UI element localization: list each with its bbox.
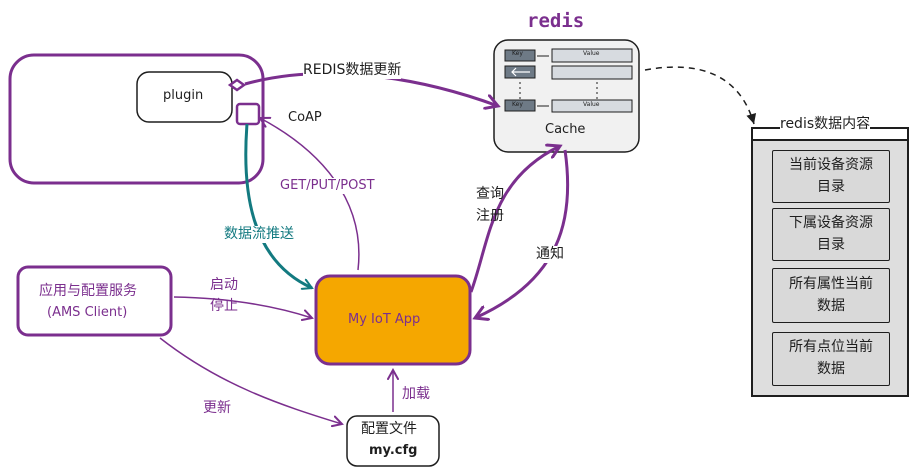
config-file-box	[346, 415, 440, 467]
plugin-box	[136, 71, 233, 123]
edge-label-register: 注册	[476, 208, 504, 224]
iot-app-label: My IoT App	[348, 312, 421, 327]
redis-content-item-1: 当前设备资源目录	[772, 150, 890, 203]
arrow-start-stop	[173, 296, 312, 318]
redis-content-item-3-line2: 数据	[817, 297, 845, 314]
cache-value-label-3: Value	[583, 101, 600, 108]
redis-content-title: redis数据内容	[780, 116, 871, 133]
ams-label-line2: (AMS Client)	[47, 305, 128, 320]
redis-content-item-4: 所有点位当前数据	[772, 332, 890, 386]
arrow-query-register	[469, 146, 560, 293]
cache-key-label-1: Key	[512, 50, 523, 57]
redis-content-item-4-line2: 数据	[817, 361, 845, 377]
edge-label-load: 加载	[402, 386, 430, 402]
cache-value-cell-3	[551, 99, 633, 113]
redis-content-item-3: 所有属性当前数据	[772, 268, 890, 323]
cache-label: Cache	[545, 122, 586, 137]
iot-app-box	[314, 274, 472, 366]
ams-box	[16, 265, 173, 337]
edge-label-stream-push: 数据流推送	[224, 226, 294, 243]
edge-label-update: 更新	[203, 400, 231, 416]
redis-content-item-1-line1: 当前设备资源	[789, 156, 873, 173]
cache-value-label-1: Value	[583, 50, 600, 57]
cache-key-cell-3	[504, 99, 536, 112]
redis-content-item-4-line1: 所有点位当前	[789, 339, 873, 356]
arrow-redis-content	[644, 66, 757, 125]
edge-label-notify: 通知	[536, 246, 564, 263]
edge-label-redis-update: REDIS数据更新	[303, 62, 402, 79]
redis-content-item-2-line2: 目录	[817, 236, 845, 253]
config-file-label-line1: 配置文件	[361, 421, 417, 437]
plugin-port-square	[235, 102, 261, 126]
cache-key-cell-1	[504, 49, 536, 62]
plugin-label: plugin	[163, 88, 204, 103]
cache-value-cell-1	[551, 48, 633, 63]
edge-label-stop: 停止	[210, 298, 238, 314]
edge-label-start: 启动	[210, 277, 238, 293]
redis-content-item-2: 下属设备资源目录	[772, 208, 890, 261]
edge-label-query: 查询	[476, 186, 504, 202]
arrow-update	[159, 337, 342, 424]
coap-label: CoAP	[288, 110, 322, 125]
arrow-stream-push	[244, 123, 312, 288]
config-file-label-line2: my.cfg	[369, 443, 418, 458]
redis-content-item-1-line2: 目录	[817, 178, 845, 195]
cache-value-cell-2	[551, 65, 633, 80]
cache-key-label-3: Key	[512, 101, 523, 108]
edge-label-get-put-post: GET/PUT/POST	[280, 178, 375, 194]
arrow-get-put-post	[260, 118, 360, 271]
ams-label-line1: 应用与配置服务	[39, 283, 137, 299]
redis-title: redis	[527, 10, 585, 32]
redis-content-item-3-line1: 所有属性当前	[789, 275, 873, 292]
plugin-port-diamond	[227, 78, 247, 92]
redis-content-item-2-line1: 下属设备资源	[789, 214, 873, 231]
